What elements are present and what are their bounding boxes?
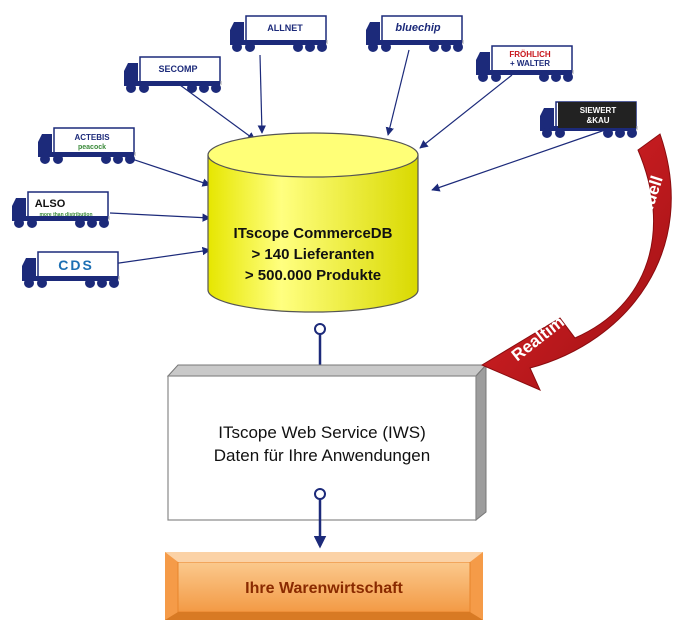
connector-secomp xyxy=(179,84,256,141)
supplier-truck-allnet: ALLNET xyxy=(229,15,328,53)
supplier-truck-actebis: ACTEBIS peacock xyxy=(37,127,136,165)
connector-bluechip xyxy=(385,49,410,136)
erp-box: Ihre Warenwirtschaft xyxy=(165,552,483,620)
logo-allnet: ALLNET xyxy=(267,23,303,33)
connector-actebis xyxy=(119,154,211,187)
logo-actebis-line2: peacock xyxy=(78,144,106,151)
supplier-truck-siewert: SIEWERT &KAU xyxy=(539,101,638,139)
web-service-title: ITscope Web Service (IWS) xyxy=(218,423,426,442)
supplier-truck-bluechip: bluechip xyxy=(365,15,464,53)
erp-label: Ihre Warenwirtschaft xyxy=(245,580,403,597)
connector-cds xyxy=(104,246,211,266)
logo-also-line2: more than distribution xyxy=(39,212,92,218)
supplier-truck-cds: CDS xyxy=(21,251,120,289)
commerce-database: ITscope CommerceDB > 140 Lieferanten > 5… xyxy=(207,132,419,313)
connector-froehlich xyxy=(419,74,513,149)
web-service-box: ITscope Web Service (IWS) Daten für Ihre… xyxy=(166,363,488,522)
logo-actebis-line1: ACTEBIS xyxy=(74,133,110,142)
logo-siewert-line2: &KAU xyxy=(586,116,609,125)
database-product-count: > 500.000 Produkte xyxy=(245,267,381,284)
realtime-arrow: Realtime Individuell xyxy=(480,133,672,391)
database-title: ITscope CommerceDB xyxy=(234,225,393,242)
iws-to-erp-connector xyxy=(313,488,327,549)
supplier-connectors xyxy=(104,49,606,266)
supplier-truck-secomp: SECOMP xyxy=(123,56,222,94)
logo-also-line1: ALSO xyxy=(35,198,66,210)
logo-bluechip: bluechip xyxy=(395,22,441,34)
logo-siewert-line1: SIEWERT xyxy=(580,106,617,115)
connector-also xyxy=(109,212,211,222)
logo-froehlich-line2: + WALTER xyxy=(510,59,550,68)
logo-froehlich-line1: FRÖHLICH xyxy=(509,50,551,59)
connector-allnet xyxy=(257,54,267,134)
logo-cds: CDS xyxy=(58,257,94,273)
database-supplier-count: > 140 Lieferanten xyxy=(252,246,375,263)
connector-siewert xyxy=(431,129,606,192)
logo-secomp: SECOMP xyxy=(158,64,197,74)
web-service-subtitle: Daten für Ihre Anwendungen xyxy=(214,446,430,465)
supplier-truck-also: ALSO more than distribution xyxy=(11,191,110,229)
supplier-truck-froehlich: FRÖHLICH + WALTER xyxy=(475,45,574,83)
